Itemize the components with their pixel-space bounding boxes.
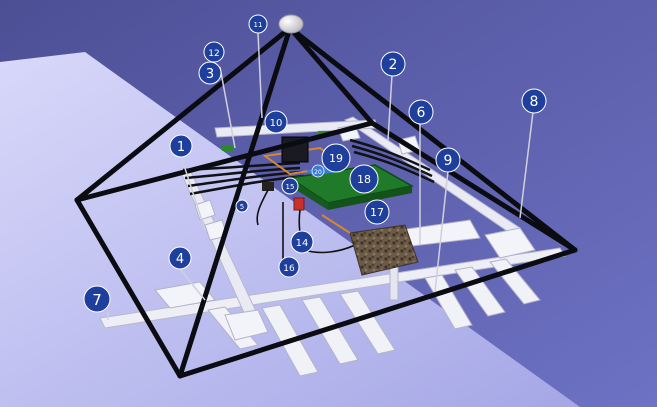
rock-sample (349, 224, 419, 276)
support-block (154, 281, 216, 309)
frame-edge (74, 25, 293, 203)
green-board-side (290, 178, 328, 210)
leader-lines (107, 32, 534, 320)
callout-14-label: 14 (296, 238, 309, 249)
pad-green-left (222, 146, 234, 151)
callout-2: 2 (380, 51, 406, 77)
callout-20: 20 (311, 164, 325, 178)
callout-16: 16 (278, 256, 300, 278)
frame-edge (369, 120, 578, 253)
orange-lead (321, 214, 351, 234)
apex-ball (278, 14, 304, 34)
callout-7-label: 7 (92, 291, 102, 309)
frame-edge (287, 25, 375, 126)
small-connector (262, 182, 274, 191)
callout-10-label: 10 (270, 118, 283, 129)
callout-17: 17 (364, 199, 390, 225)
callout-6-label: 6 (417, 105, 426, 121)
callout-3-label: 3 (206, 67, 214, 82)
pyramid-frame (74, 25, 578, 379)
support-block (204, 219, 228, 241)
callout-5: 5 (235, 199, 249, 213)
callout-19: 19 (321, 143, 351, 173)
callout-20-label: 20 (314, 169, 322, 176)
callout-11-label: 11 (254, 21, 263, 29)
callout-12-label: 12 (208, 49, 219, 59)
callout-18-label: 18 (357, 173, 371, 186)
callout-14: 14 (290, 230, 314, 254)
callout-2-label: 2 (389, 57, 398, 73)
sleeper (489, 258, 541, 305)
callout-16-label: 16 (283, 264, 295, 274)
callout-9: 9 (435, 147, 461, 173)
callout-1: 1 (169, 134, 193, 158)
red-component (293, 197, 305, 211)
callout-12: 12 (203, 41, 225, 63)
front-rail (99, 247, 566, 329)
sleeper (454, 266, 506, 317)
callout-6: 6 (408, 99, 434, 125)
callout-10: 10 (264, 110, 288, 134)
callout-18: 18 (349, 164, 379, 194)
frame-edge (177, 25, 293, 379)
callout-7: 7 (83, 285, 111, 313)
sleeper (339, 290, 396, 355)
callout-3: 3 (198, 61, 222, 85)
callout-11: 11 (248, 14, 268, 34)
callout-4: 4 (168, 246, 192, 270)
callout-5-label: 5 (240, 203, 244, 211)
callout-17-label: 17 (370, 206, 384, 219)
frame-edge (74, 197, 183, 379)
support-block (224, 309, 269, 341)
callout-15-label: 15 (286, 183, 295, 191)
callout-8: 8 (521, 88, 547, 114)
callout-8-label: 8 (530, 94, 539, 110)
frame-edge (287, 25, 578, 253)
callout-9-label: 9 (444, 153, 453, 169)
green-board-front (328, 186, 412, 210)
callout-15: 15 (281, 177, 299, 195)
frame-edge (177, 247, 578, 379)
callout-4-label: 4 (176, 252, 184, 267)
callout-1-label: 1 (177, 140, 185, 155)
callout-19-label: 19 (329, 152, 343, 165)
support-block (484, 227, 536, 259)
frame-edge (74, 120, 375, 203)
